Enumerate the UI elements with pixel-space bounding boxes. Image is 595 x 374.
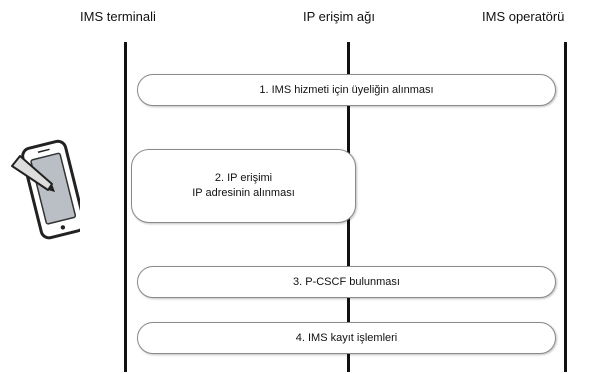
step-2-label-line2: IP adresinin alınması [192, 187, 295, 199]
lifeline-ims-terminal [124, 42, 127, 372]
step-3-label: 3. P-CSCF bulunması [293, 275, 400, 288]
heading-ip-access-network: IP erişim ağı [303, 9, 376, 24]
step-1-ims-subscription: 1. IMS hizmeti için üyeliğin alınması [137, 74, 556, 106]
heading-ims-operator: IMS operatörü [482, 9, 565, 24]
tablet-with-stylus-icon [8, 134, 86, 244]
step-3-pcscf-discovery: 3. P-CSCF bulunması [137, 266, 556, 298]
lifeline-ims-operator [564, 42, 567, 372]
step-1-label: 1. IMS hizmeti için üyeliğin alınması [259, 83, 434, 96]
step-2-label-line1: 2. IP erişimi [214, 172, 273, 184]
step-4-ims-registration: 4. IMS kayıt işlemleri [137, 322, 556, 354]
heading-ims-terminal: IMS terminali [80, 9, 156, 24]
step-2-ip-access: 2. IP erişimi IP adresinin alınması [131, 149, 356, 223]
step-4-label: 4. IMS kayıt işlemleri [295, 331, 398, 344]
